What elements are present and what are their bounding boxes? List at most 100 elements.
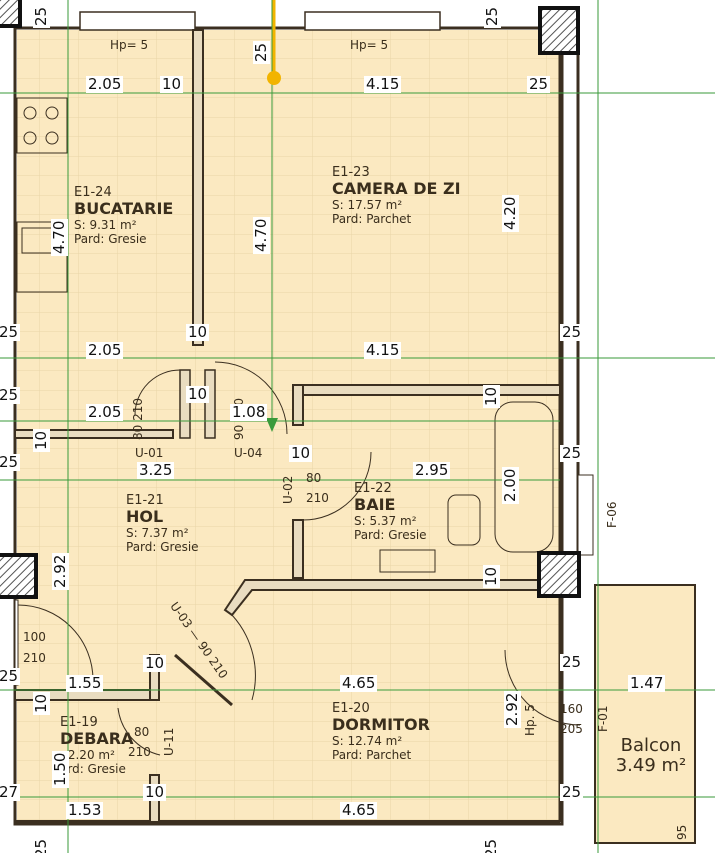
dim-wall: 10 bbox=[32, 691, 50, 715]
dim-living-width-bottom: 4.15 bbox=[364, 341, 402, 359]
dim-wall: 25 bbox=[560, 653, 584, 671]
dim-bedroom-width: 4.65 bbox=[340, 674, 378, 692]
room-code: E1-20 bbox=[332, 701, 370, 716]
door-u01-id: U-01 bbox=[135, 446, 164, 460]
window-f06-label: F-06 bbox=[605, 501, 619, 528]
dim-living-height: 4.70 bbox=[252, 216, 270, 254]
room-baie: E1-22 BAIE S: 5.37 m² Pard: Gresie bbox=[354, 481, 427, 543]
room-floor: Pard: Gresie bbox=[354, 528, 427, 542]
dim-wall: 25 bbox=[0, 454, 21, 471]
room-code: E1-24 bbox=[74, 185, 112, 200]
dim-wall: 25 bbox=[527, 75, 551, 93]
dim-bedroom-width-bottom: 4.65 bbox=[340, 801, 378, 819]
room-area: S: 9.31 m² bbox=[74, 218, 137, 232]
door-u04-id: U-04 bbox=[234, 446, 263, 460]
dim-bath-height: 2.00 bbox=[501, 466, 519, 504]
dim-wall: 10 bbox=[32, 428, 50, 452]
room-floor: ard: Gresie bbox=[60, 762, 126, 776]
dim-door-opening: 1.08 bbox=[230, 403, 268, 421]
dim-wall: 25 bbox=[0, 324, 21, 341]
room-name: CAMERA DE ZI bbox=[332, 179, 461, 198]
dim-kitchen-height: 4.70 bbox=[50, 218, 68, 256]
dim-pantry-width: 1.53 bbox=[66, 801, 104, 819]
dim-hall-width: 2.05 bbox=[86, 403, 124, 421]
door-u11-height: 210 bbox=[128, 745, 151, 759]
dim-living-height-2: 4.20 bbox=[501, 194, 519, 232]
door-u11-id: U-11 bbox=[162, 727, 176, 756]
room-area: S: 17.57 m² bbox=[332, 198, 403, 212]
entrance-door-width: 100 bbox=[23, 630, 46, 644]
dim-wall: 27 bbox=[0, 784, 21, 801]
door-u02-id: U-02 bbox=[281, 475, 295, 504]
balcony-label: Balcon 3.49 m² bbox=[606, 736, 696, 776]
dim-wall: 10 bbox=[143, 783, 167, 801]
dim-wall: 25 bbox=[560, 783, 584, 801]
dim-hall-height: 2.92 bbox=[51, 552, 69, 590]
dim-pantry-height: 1.50 bbox=[51, 750, 69, 788]
room-code: E1-23 bbox=[332, 165, 370, 180]
dim-kitchen-width-bottom: 2.05 bbox=[86, 341, 124, 359]
room-name: DEBARA bbox=[60, 729, 134, 748]
room-floor: Pard: Parchet bbox=[332, 748, 412, 762]
dim-kitchen-width: 2.05 bbox=[86, 75, 124, 93]
dim-wall: 10 bbox=[482, 384, 500, 408]
dim-wall: 25 bbox=[252, 40, 270, 64]
entrance-door-height: 210 bbox=[23, 651, 46, 665]
window-height-living: Hp= 5 bbox=[350, 38, 389, 52]
room-area: S: 5.37 m² bbox=[354, 514, 417, 528]
room-dormitor: E1-20 DORMITOR S: 12.74 m² Pard: Parchet bbox=[332, 701, 430, 763]
balcony-area: 3.49 m² bbox=[615, 755, 687, 776]
dim-balcony-sill: 95 bbox=[675, 824, 689, 840]
room-debara: E1-19 DEBARA : 2.20 m² ard: Gresie bbox=[60, 715, 134, 777]
room-name: BAIE bbox=[354, 495, 396, 514]
room-name: BUCATARIE bbox=[74, 199, 174, 218]
dim-wall: 10 bbox=[186, 323, 210, 341]
room-bucatarie: E1-24 BUCATARIE S: 9.31 m² Pard: Gresie bbox=[74, 185, 174, 247]
dim-wall: 25 bbox=[0, 387, 21, 404]
dim-wall: 10 bbox=[482, 564, 500, 588]
dim-bedroom-height: 2.92 bbox=[503, 690, 521, 728]
room-code: E1-22 bbox=[354, 481, 392, 496]
door-u11-width: 80 bbox=[134, 725, 150, 739]
dim-living-width: 4.15 bbox=[364, 75, 402, 93]
dim-wall: 10 bbox=[143, 654, 167, 672]
room-code: E1-19 bbox=[60, 715, 98, 730]
door-u02-height: 210 bbox=[306, 491, 329, 505]
dim-wall: 25 bbox=[560, 444, 584, 462]
door-u02-width: 80 bbox=[306, 471, 322, 485]
door-u01-size: 80 210 bbox=[131, 397, 145, 440]
dim-entrance-width: 1.55 bbox=[66, 674, 104, 692]
room-camera-de-zi: E1-23 CAMERA DE ZI S: 17.57 m² Pard: Par… bbox=[332, 165, 461, 227]
balcony-door-width: 160 bbox=[560, 702, 583, 716]
room-code: E1-21 bbox=[126, 493, 164, 508]
room-name: HOL bbox=[126, 507, 164, 526]
dim-wall: 25 bbox=[32, 4, 50, 28]
room-name: DORMITOR bbox=[332, 715, 430, 734]
dim-wall: 10 bbox=[160, 75, 184, 93]
balcony-floor bbox=[595, 585, 695, 843]
dim-wall: 25 bbox=[560, 323, 584, 341]
dim-wall: 25 bbox=[482, 836, 500, 853]
room-area: S: 12.74 m² bbox=[332, 734, 403, 748]
dim-wall: 25 bbox=[32, 836, 50, 853]
room-area: S: 7.37 m² bbox=[126, 526, 189, 540]
dim-bath-width: 2.95 bbox=[413, 461, 451, 479]
dim-balcony-width: 1.47 bbox=[628, 674, 666, 692]
dim-hall-width-2: 3.25 bbox=[137, 461, 175, 479]
balcony-door-height: 205 bbox=[560, 722, 583, 736]
room-floor: Pard: Gresie bbox=[74, 232, 147, 246]
dim-wall: 25 bbox=[0, 668, 21, 685]
dim-wall: 25 bbox=[483, 4, 501, 28]
window-height-kitchen: Hp= 5 bbox=[110, 38, 149, 52]
window-f01-label: F-01 bbox=[596, 705, 610, 732]
window-height-bedroom: Hp. 5 bbox=[523, 704, 537, 736]
balcony-name: Balcon bbox=[620, 735, 682, 756]
dim-wall: 10 bbox=[186, 385, 210, 403]
room-floor: Pard: Parchet bbox=[332, 212, 412, 226]
room-floor: Pard: Gresie bbox=[126, 540, 199, 554]
dim-wall: 10 bbox=[289, 444, 313, 462]
apartment-floor bbox=[17, 30, 560, 822]
room-hol: E1-21 HOL S: 7.37 m² Pard: Gresie bbox=[126, 493, 199, 555]
